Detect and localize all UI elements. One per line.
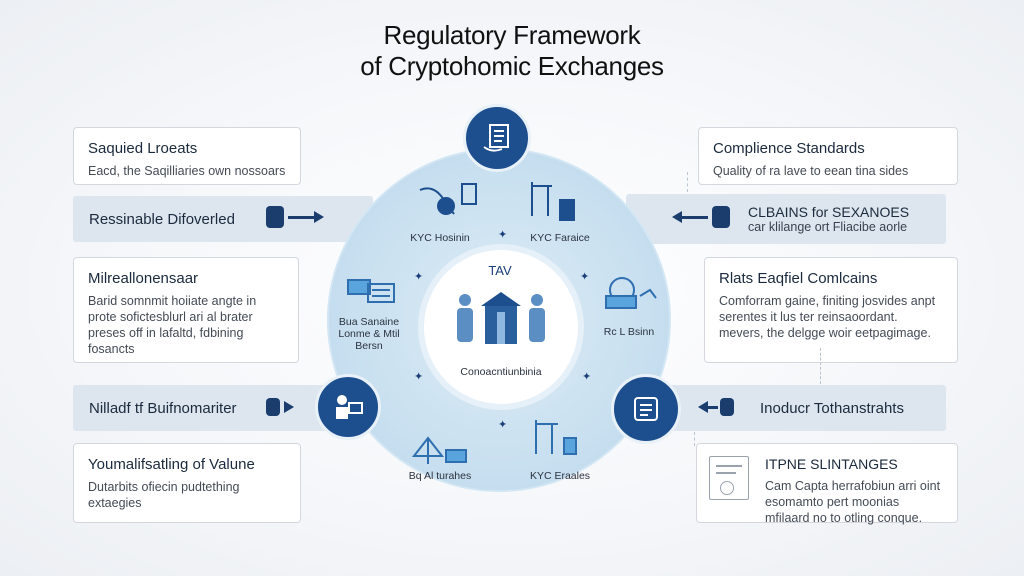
- node-label-bq-turahes: Bq Al turahes: [408, 470, 472, 482]
- right-card-1: Complience Standards Quality of ra lave …: [698, 127, 958, 185]
- right-card-3: ITPNE SLINTANGES Cam Capta herrafobiun a…: [696, 443, 958, 525]
- database-icon: [266, 206, 284, 228]
- left-band-1: Ressinable Difoverled: [73, 196, 373, 242]
- node-right: [611, 374, 681, 444]
- node-top: [463, 104, 531, 172]
- right-card-3-text: Cam Capta herrafobiun arri oint esomamto…: [765, 479, 941, 525]
- inner-top-label: TAV: [488, 263, 512, 278]
- node-label-kyc-hosinin: KYC Hosinin: [410, 232, 470, 244]
- connector-line: [687, 172, 688, 192]
- left-band-2: Nilladf tf Buifnomariter: [73, 385, 333, 431]
- title-line-1: Regulatory Framework: [383, 20, 641, 50]
- left-card-2: Milreallonensaar Barid somnmit hoiiate a…: [73, 257, 299, 363]
- right-card-2-heading: Rlats Eaqfiel Comlcains: [719, 270, 878, 287]
- star-icon: ✦: [414, 371, 424, 383]
- right-card-2: Rlats Eaqfiel Comlcains Comforram gaine,…: [704, 257, 958, 363]
- right-band-1-label: CLBAINS for SEXANOES: [748, 204, 910, 220]
- node-label-kyc-eraales: KYC Eraales: [529, 470, 591, 482]
- inner-bottom-label: Conoacntiunbinia: [460, 366, 542, 378]
- right-band-2-label: Inoducr Tothanstrahts: [760, 399, 904, 417]
- diagram-title: Regulatory Framework of Cryptohomic Exch…: [0, 20, 1024, 82]
- node-left: [315, 374, 381, 440]
- document-hand-icon: [483, 124, 509, 152]
- user-screen-icon: [336, 395, 363, 419]
- database-icon: [266, 398, 280, 416]
- left-card-1-text: Eacd, the Saqilliaries own nossoars: [88, 164, 286, 178]
- node-label-kyc-faraice: KYC Faraice: [530, 232, 590, 244]
- left-card-3-text: Dutarbits ofiecin pudtething extaegies: [88, 480, 240, 510]
- star-icon: ✦: [498, 419, 508, 431]
- connector-line: [694, 432, 695, 446]
- connector-line: [820, 348, 821, 384]
- left-card-2-heading: Milreallonensaar: [88, 270, 199, 287]
- right-card-1-text: Quality of ra lave to eean tina sides: [713, 164, 909, 178]
- left-card-1-heading: Saquied Lroeats: [88, 140, 198, 157]
- left-card-3: Youmalifsatling of Valune Dutarbits ofie…: [73, 443, 301, 523]
- people-building-icon: [457, 292, 545, 344]
- left-arrow-icon: [672, 206, 730, 228]
- star-icon: ✦: [498, 229, 508, 241]
- right-band-1-sub: car klilange ort Fliacibe aorle: [748, 220, 908, 234]
- right-card-2-text: Comforram gaine, finiting josvides anpt …: [719, 294, 936, 340]
- node-label-bua-sanaine: Bua Sanaine Lonme & Mtil Bersn: [338, 316, 400, 352]
- star-icon: ✦: [414, 271, 424, 283]
- database-icon: [720, 398, 734, 416]
- left-arrow-icon: [698, 398, 734, 416]
- right-arrow-icon: [266, 398, 294, 416]
- left-card-1: Saquied Lroeats Eacd, the Saqilliaries o…: [73, 127, 301, 185]
- device-list-icon: [634, 397, 658, 421]
- left-card-3-heading: Youmalifsatling of Valune: [88, 456, 255, 473]
- title-line-2: of Cryptohomic Exchanges: [360, 51, 664, 81]
- left-band-1-label: Ressinable Difoverled: [89, 210, 235, 228]
- right-arrow-icon: [266, 206, 324, 228]
- database-icon: [712, 206, 730, 228]
- left-card-2-text: Barid somnmit hoiiate angte in prote sof…: [88, 294, 257, 356]
- right-card-3-heading: ITPNE SLINTANGES: [765, 456, 898, 472]
- left-band-2-label: Nilladf tf Buifnomariter: [89, 399, 237, 417]
- certificate-icon: [709, 456, 749, 500]
- star-icon: ✦: [580, 271, 590, 283]
- star-icon: ✦: [582, 371, 592, 383]
- node-label-rc-bsinn: Rc L Bsinn: [603, 326, 655, 338]
- right-card-1-heading: Complience Standards: [713, 140, 865, 157]
